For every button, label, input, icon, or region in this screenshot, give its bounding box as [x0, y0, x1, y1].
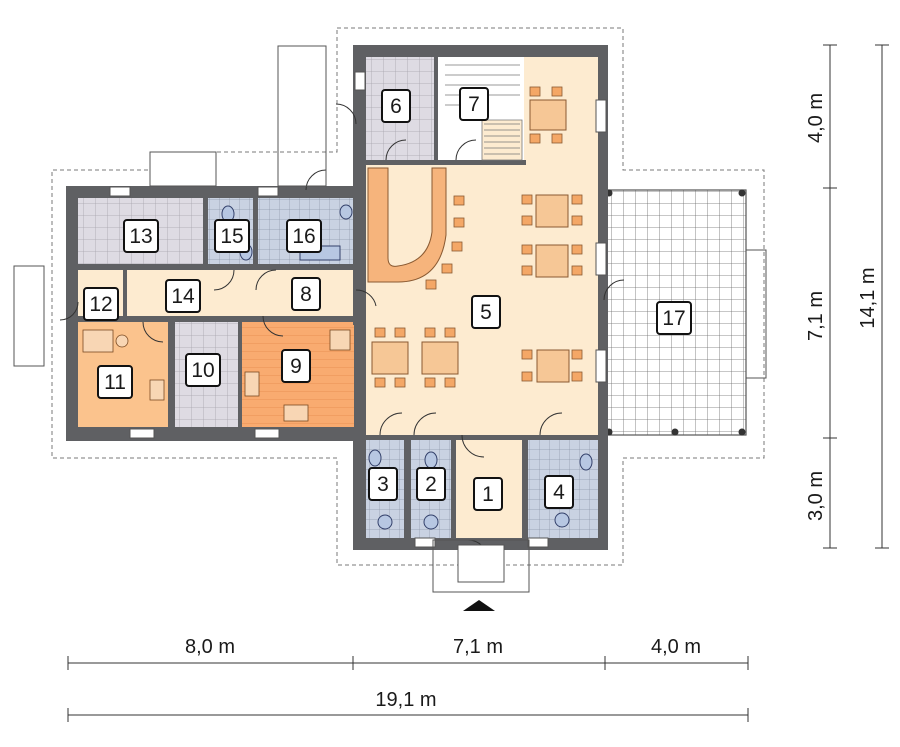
chairs — [374, 86, 583, 388]
dim-right-2: 7,1 m — [805, 291, 827, 341]
room-number: 15 — [220, 225, 243, 248]
room-label-box — [544, 475, 574, 509]
room-label-7: 7 — [459, 87, 489, 121]
room-label-3: 3 — [368, 467, 398, 501]
entrance-arrow — [463, 600, 495, 611]
dining-tables — [371, 99, 570, 383]
room-label-box — [459, 87, 489, 121]
room-number: 16 — [292, 225, 315, 248]
room-label-box — [286, 219, 322, 253]
room-number: 2 — [425, 473, 437, 496]
interior-walls — [78, 57, 598, 538]
room-label-4: 4 — [544, 475, 574, 509]
room-label-1: 1 — [473, 477, 503, 511]
room-label-box — [471, 295, 501, 329]
dim-bottom-3: 4,0 m — [651, 636, 701, 658]
dimension-lines — [67, 44, 889, 722]
room-label-box — [473, 477, 503, 511]
dim-right-3: 3,0 m — [805, 471, 827, 521]
room-label-box — [416, 467, 446, 501]
room-label-box — [381, 89, 411, 123]
room-label-box — [97, 365, 133, 399]
room-label-box — [368, 467, 398, 501]
entrance-porch — [432, 539, 530, 593]
room-label-15: 15 — [214, 219, 250, 253]
dim-right-1: 4,0 m — [805, 93, 827, 143]
room-label-box — [165, 279, 201, 313]
bar-counter — [367, 167, 447, 283]
room-number: 10 — [191, 359, 214, 382]
dim-bottom-total: 19,1 m — [375, 689, 436, 711]
room-label-8: 8 — [291, 277, 321, 311]
room-label-9: 9 — [281, 349, 311, 383]
room-label-11: 11 — [97, 365, 133, 399]
room-label-box — [123, 219, 159, 253]
room-label-box — [281, 349, 311, 383]
room-number: 5 — [480, 301, 492, 324]
room-number: 1 — [482, 483, 494, 506]
dimension-labels: 8,0 m 7,1 m 4,0 m 19,1 m 4,0 m 7,1 m 3,0… — [185, 93, 879, 711]
room-number: 4 — [553, 481, 565, 504]
room-number: 14 — [171, 285, 195, 308]
room-number: 9 — [290, 355, 302, 378]
room-number: 3 — [377, 473, 389, 496]
room-label-16: 16 — [286, 219, 322, 253]
dim-bottom-1: 8,0 m — [185, 636, 235, 658]
windows — [109, 71, 607, 548]
staircase — [445, 64, 523, 161]
room-label-box — [291, 277, 321, 311]
room-label-17: 17 — [656, 301, 692, 335]
room-label-2: 2 — [416, 467, 446, 501]
room-label-10: 10 — [185, 353, 221, 387]
room-label-12: 12 — [83, 287, 119, 321]
dim-right-total: 14,1 m — [857, 267, 879, 328]
room-label-box — [83, 287, 119, 321]
room-number: 12 — [89, 293, 112, 316]
room-number: 7 — [468, 93, 480, 116]
room-label-14: 14 — [165, 279, 201, 313]
room-number: 13 — [129, 225, 152, 248]
room-label-5: 5 — [471, 295, 501, 329]
dim-bottom-2: 7,1 m — [453, 636, 503, 658]
room-number: 6 — [390, 95, 402, 118]
room-number: 11 — [104, 371, 126, 394]
room-label-6: 6 — [381, 89, 411, 123]
kitchen-fixtures — [82, 329, 351, 422]
room-label-13: 13 — [123, 219, 159, 253]
room-label-box — [656, 301, 692, 335]
room-number: 17 — [662, 307, 685, 330]
room-label-box — [214, 219, 250, 253]
room-number: 8 — [300, 283, 312, 306]
side-annex — [13, 45, 327, 367]
room-label-box — [185, 353, 221, 387]
